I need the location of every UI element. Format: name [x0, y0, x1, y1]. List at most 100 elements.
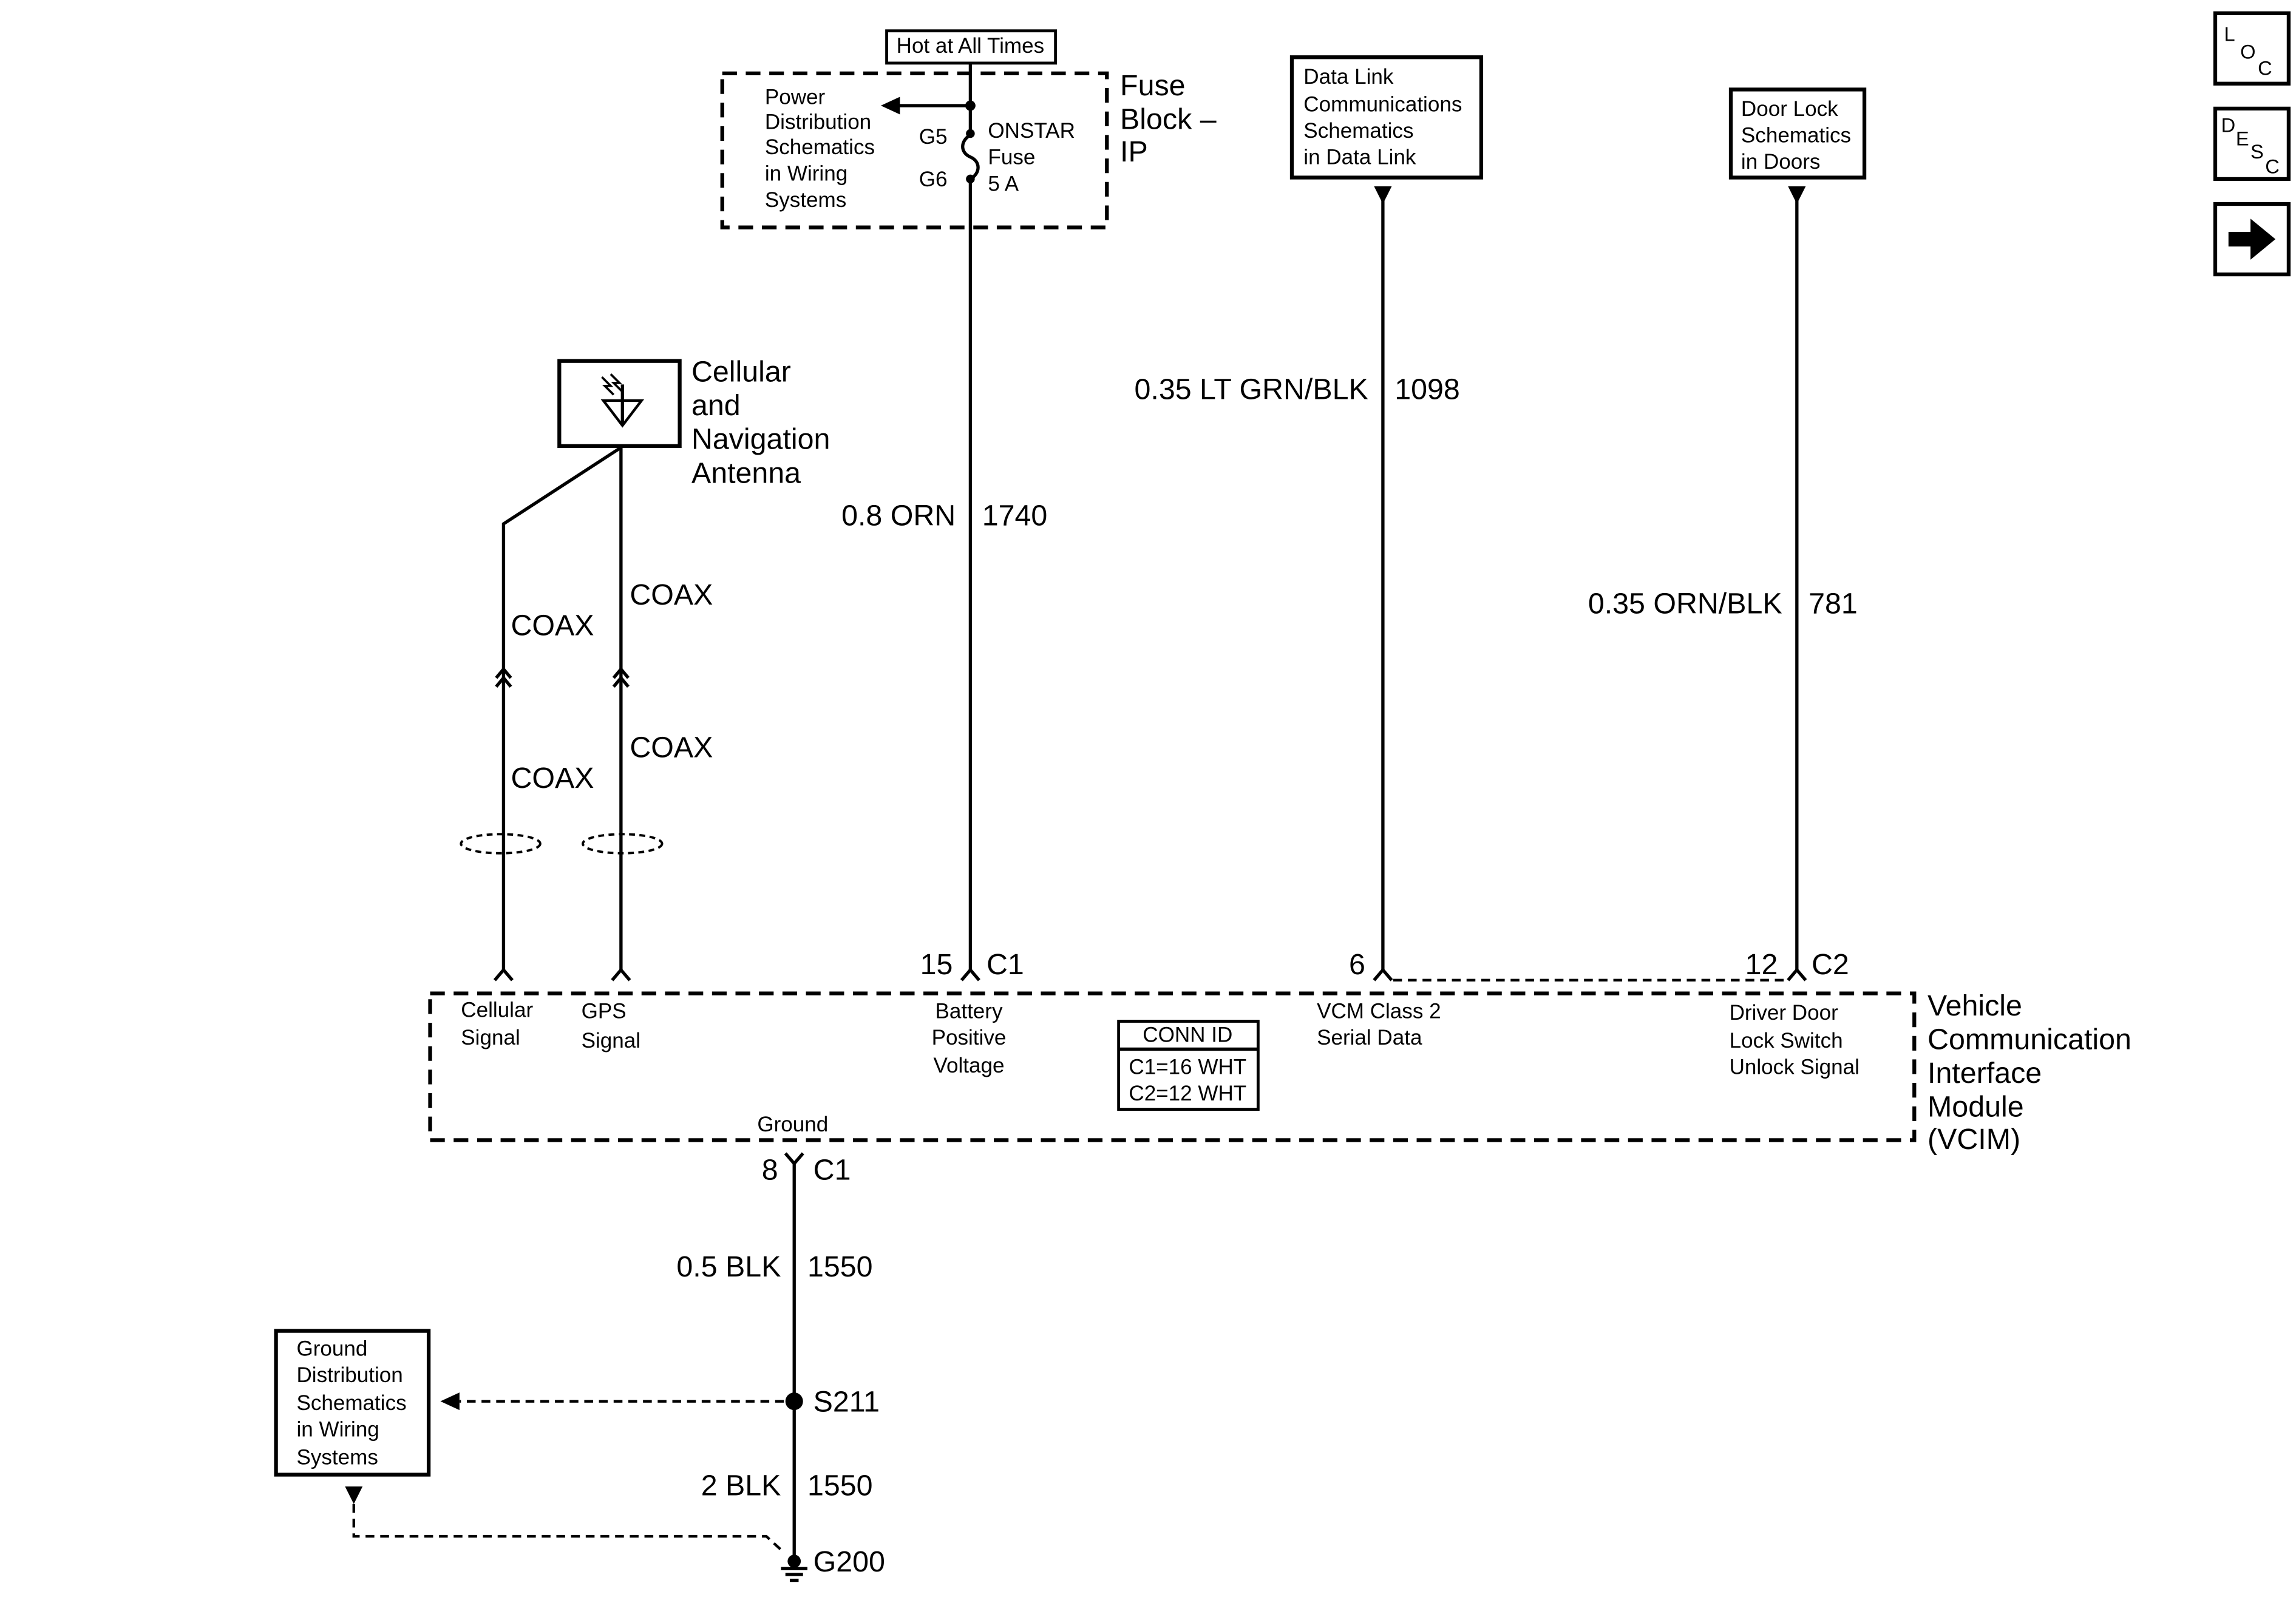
reference-text-line: Schematics — [765, 135, 875, 159]
reference-text-line: in Doors — [1741, 150, 1821, 174]
fuse-block-name-line: IP — [1120, 135, 1148, 168]
reference-text-line: Schematics — [1303, 119, 1413, 143]
fuse-rating-label: 5 A — [988, 172, 1019, 195]
ground-distribution-schematics-link[interactable]: Ground Distribution Schematics in Wiring… — [274, 1329, 431, 1477]
desc-icon-letter: D — [2221, 114, 2236, 137]
loc-icon-letter: L — [2224, 23, 2235, 46]
antenna-component — [557, 359, 682, 449]
pin-function-label: Battery — [935, 1000, 1003, 1023]
reference-text-line: Ground — [296, 1337, 367, 1361]
pin-function-label: Ground — [757, 1113, 828, 1136]
pin-function-label: Serial Data — [1317, 1026, 1422, 1049]
reference-text-line: Schematics — [296, 1391, 406, 1415]
right-arrow-icon — [2228, 219, 2276, 260]
terminal-g6-label: G6 — [919, 168, 948, 191]
reference-box — [274, 1329, 431, 1477]
reference-box — [1728, 87, 1867, 180]
pin-function-label: Voltage — [934, 1054, 1005, 1077]
wire-size-color-label: 2 BLK — [701, 1469, 781, 1502]
coax-label: COAX — [511, 762, 594, 795]
desc-icon-letter: S — [2250, 140, 2264, 163]
connector-pin-icon — [1373, 967, 1393, 981]
desc-button[interactable]: D E S C — [2213, 106, 2291, 181]
connector-label: C2 — [1812, 948, 1849, 981]
coax-label: COAX — [511, 609, 594, 642]
data-link-schematics-link[interactable]: Data Link Communications Schematics in D… — [1289, 55, 1484, 180]
reference-text-line: in Wiring — [765, 161, 847, 185]
fuse-name-line: ONSTAR — [988, 119, 1075, 143]
antenna-name-line: Navigation — [691, 423, 830, 456]
vcim-module-outline — [428, 991, 1917, 1142]
reference-text-line: Systems — [296, 1446, 378, 1470]
module-name-line: Vehicle — [1927, 989, 2022, 1022]
reference-box — [1289, 55, 1484, 180]
coax-label: COAX — [630, 731, 713, 764]
wire-size-color-label: 0.35 ORN/BLK — [1588, 587, 1782, 620]
module-name-line: Interface — [1927, 1057, 2042, 1090]
next-button[interactable] — [2213, 202, 2291, 277]
loc-button[interactable]: L O C — [2213, 11, 2291, 86]
inline-connector-icon — [495, 666, 512, 679]
pin-function-label: Lock Switch — [1730, 1029, 1843, 1053]
pin-function-label: Signal — [461, 1026, 520, 1049]
pin-function-label: Unlock Signal — [1730, 1056, 1860, 1079]
signal-bolt-icon — [610, 373, 623, 393]
reference-text-line: Distribution — [296, 1363, 402, 1387]
pin-function-label: VCM Class 2 — [1317, 1000, 1441, 1023]
ground-point-dot — [787, 1554, 801, 1568]
coax-shield-icon — [582, 833, 664, 855]
power-distribution-schematics-link[interactable]: Power Distribution Schematics in Wiring … — [765, 86, 875, 212]
connector-pin-icon — [493, 967, 514, 981]
module-name-line: (VCIM) — [1927, 1123, 2020, 1156]
reference-text-line: Communications — [1303, 93, 1462, 117]
fuse-block-outline — [720, 71, 1109, 229]
pin-function-label: GPS — [582, 1000, 627, 1023]
fuse-block-name-line: Fuse — [1120, 69, 1186, 102]
reference-text-line: in Wiring — [296, 1418, 379, 1442]
connector-label: C1 — [813, 1154, 851, 1187]
antenna-frame — [557, 359, 682, 449]
pin-number-label: 6 — [1349, 948, 1365, 981]
module-name-line: Communication — [1927, 1023, 2131, 1056]
inline-connector-icon — [612, 675, 630, 688]
pin-number-label: 8 — [762, 1154, 778, 1187]
pin-function-label: Driver Door — [1730, 1001, 1839, 1025]
fuse-icon — [961, 134, 980, 181]
loc-icon-letter: C — [2258, 56, 2272, 79]
conn-id-row: C2=12 WHT — [1129, 1082, 1246, 1105]
ground-reference-line — [352, 1503, 785, 1554]
pin-number-label: 12 — [1745, 948, 1778, 981]
ground-icon — [781, 1554, 807, 1582]
wire-size-color-label: 0.35 LT GRN/BLK — [1135, 373, 1368, 406]
conn-id-row: C1=16 WHT — [1129, 1056, 1246, 1079]
desc-icon — [2213, 106, 2291, 181]
reference-text-line: Power — [765, 86, 826, 109]
loc-icon-letter: O — [2240, 41, 2255, 63]
antenna-name-line: and — [691, 389, 741, 422]
antenna-name-line: Cellular — [691, 356, 791, 388]
splice-dot — [785, 1392, 803, 1411]
connector-id-table: CONN ID C1=16 WHT C2=12 WHT — [1117, 1020, 1260, 1111]
pin-number-label: 15 — [920, 948, 953, 981]
circuit-number-label: 1740 — [982, 499, 1048, 532]
fuse-block-name-line: Block – — [1120, 103, 1217, 136]
pin-function-label: Signal — [582, 1029, 640, 1053]
connector-pin-icon — [611, 967, 631, 981]
circuit-number-label: 1098 — [1394, 373, 1460, 406]
pin-function-label: Cellular — [461, 998, 533, 1022]
arrow-left-icon — [880, 97, 900, 115]
wire-size-color-label: 0.8 ORN — [841, 499, 956, 532]
circuit-number-label: 1550 — [807, 1250, 873, 1283]
desc-icon-letter: E — [2236, 127, 2249, 149]
coax-label: COAX — [630, 578, 713, 611]
reference-text-line: Data Link — [1303, 65, 1394, 89]
hot-label-text: Hot at All Times — [897, 34, 1045, 58]
coax-shield-icon — [460, 833, 542, 855]
ground-label: G200 — [813, 1545, 885, 1578]
loc-icon — [2213, 11, 2291, 86]
hot-at-all-times-label: Hot at All Times — [885, 29, 1058, 65]
splice-label: S211 — [813, 1386, 880, 1419]
door-lock-schematics-link[interactable]: Door Lock Schematics in Doors — [1728, 87, 1867, 180]
antenna-element — [600, 399, 645, 428]
